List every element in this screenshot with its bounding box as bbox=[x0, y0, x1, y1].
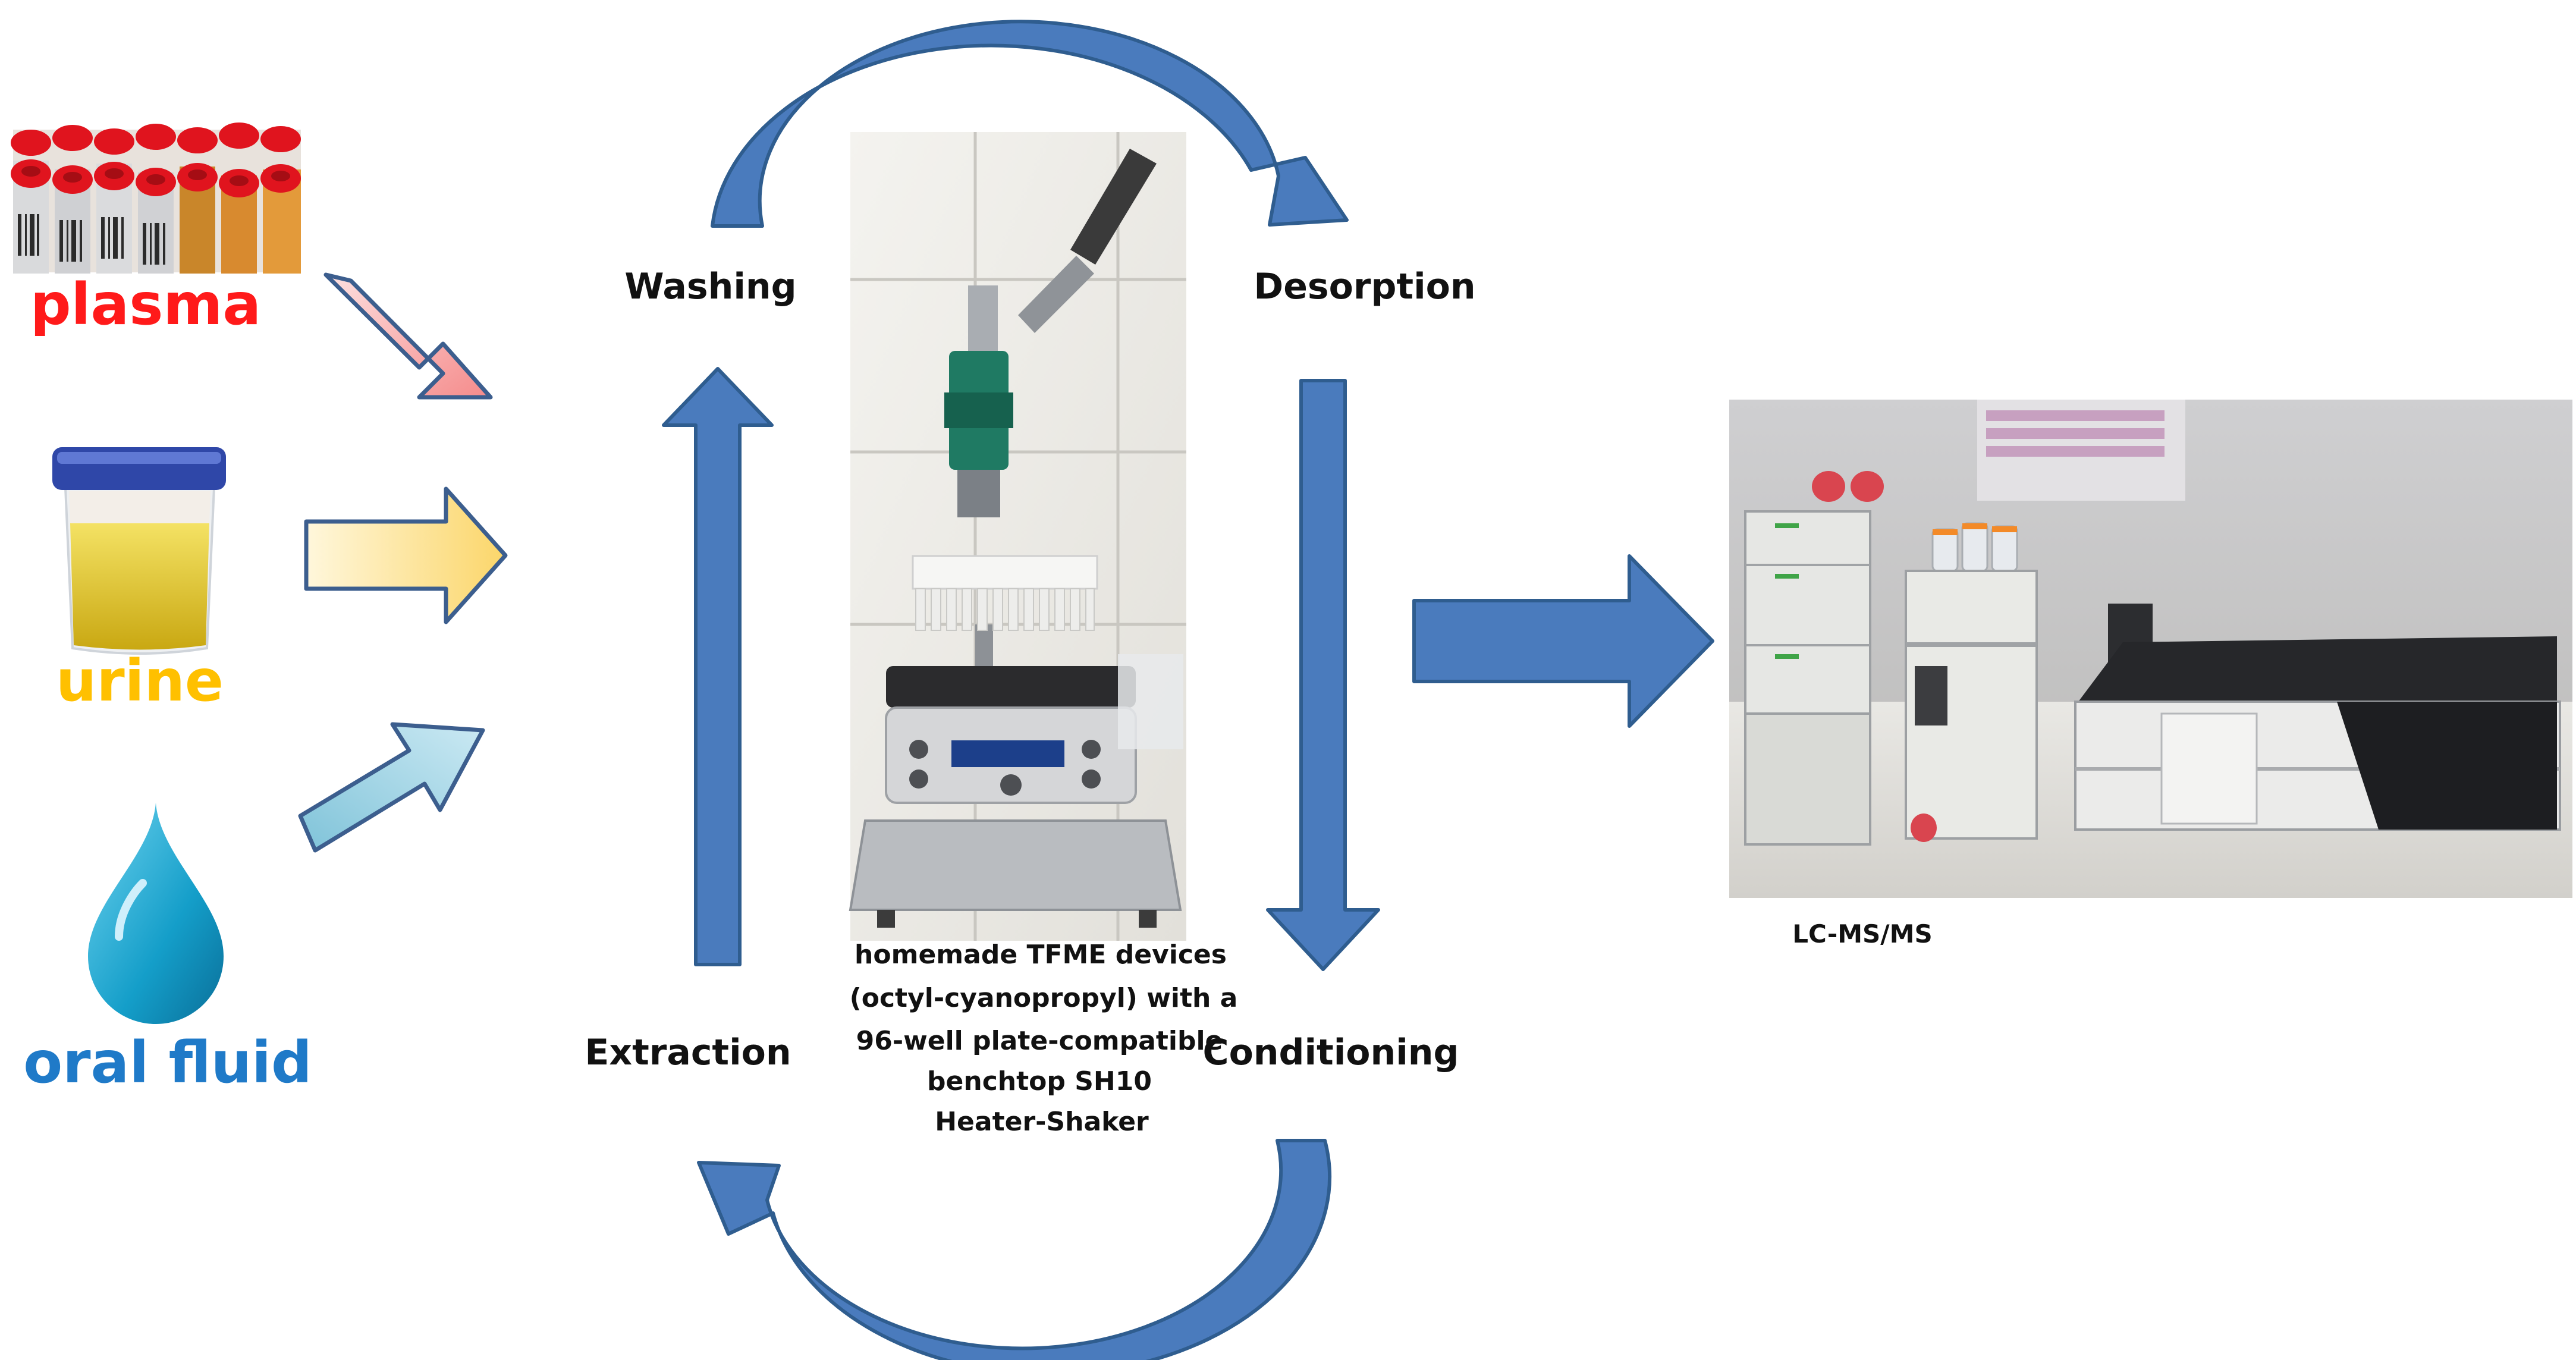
step-conditioning-label: Conditioning bbox=[1203, 1032, 1459, 1073]
desorption-to-conditioning-arrow bbox=[1266, 379, 1380, 971]
washing-to-desorption-curved-arrow bbox=[711, 20, 1349, 228]
oral-fluid-drop-icon bbox=[88, 803, 224, 1024]
lcms-instrument-photo bbox=[1729, 400, 2572, 898]
device-caption-line-1: homemade TFME devices bbox=[855, 940, 1227, 970]
step-desorption-label: Desorption bbox=[1254, 266, 1475, 307]
oral-fluid-input-arrow bbox=[298, 722, 485, 853]
extraction-to-washing-arrow bbox=[662, 367, 774, 966]
plasma-input-arrow bbox=[323, 272, 493, 400]
urine-label: urine bbox=[56, 648, 224, 714]
urine-input-arrow bbox=[304, 486, 508, 624]
to-lcms-arrow bbox=[1412, 554, 1714, 728]
plasma-tubes-image bbox=[11, 123, 301, 274]
urine-cup-image bbox=[52, 447, 226, 655]
device-caption: homemade TFME devices (octyl-cyanopropyl… bbox=[850, 940, 1238, 1137]
step-washing-label: Washing bbox=[624, 266, 796, 307]
device-caption-line-5: Heater-Shaker bbox=[935, 1107, 1149, 1137]
device-caption-line-2: (octyl-cyanopropyl) with a bbox=[850, 983, 1238, 1013]
oral-fluid-label: oral fluid bbox=[23, 1029, 312, 1096]
plasma-label: plasma bbox=[30, 271, 261, 338]
step-extraction-label: Extraction bbox=[585, 1032, 791, 1073]
device-caption-line-3: 96-well plate-compatible bbox=[856, 1026, 1223, 1056]
lcms-caption: LC-MS/MS bbox=[1792, 919, 1932, 948]
conditioning-to-extraction-curved-arrow bbox=[697, 1139, 1332, 1360]
tfme-device-photo bbox=[849, 132, 1186, 941]
cycle-arrows bbox=[662, 20, 1380, 1360]
device-caption-line-4: benchtop SH10 bbox=[927, 1066, 1152, 1097]
